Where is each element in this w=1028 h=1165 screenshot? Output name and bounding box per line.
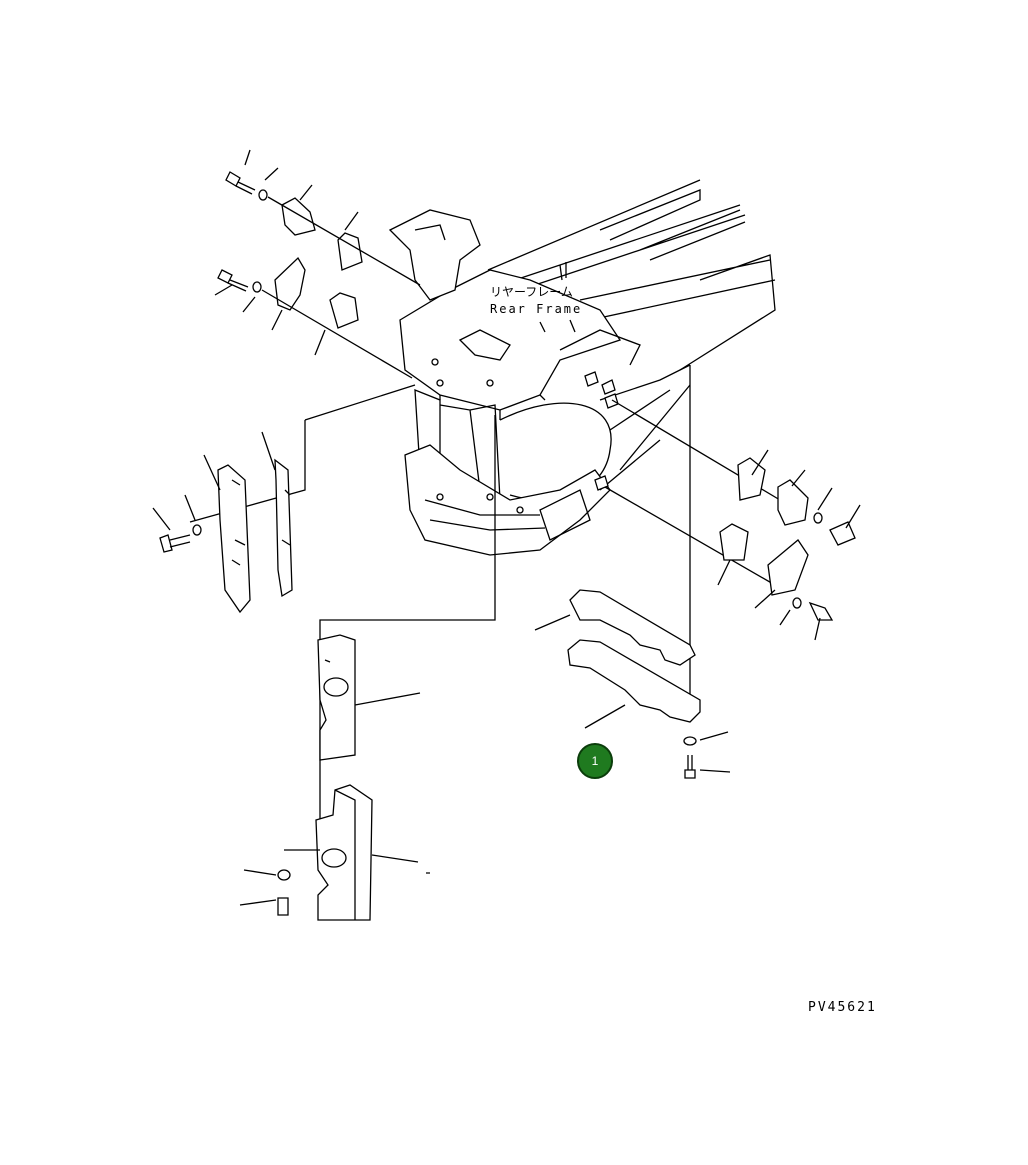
right-bracket-group [584, 371, 861, 641]
bolt-icon [235, 181, 256, 195]
callout-number-badge[interactable]: 1 [577, 743, 613, 779]
frame-label-jp: リヤーフレーム [490, 285, 573, 299]
frame-label-leaders [539, 262, 576, 333]
drawing-code: PV45621 [808, 1000, 877, 1015]
top-left-bracket-group [214, 149, 421, 379]
rear-frame [388, 179, 776, 556]
left-cover-group [152, 384, 416, 614]
frame-label-en: Rear Frame [490, 302, 582, 316]
lower-cover-group [239, 415, 496, 921]
bottom-plates-group [534, 365, 731, 779]
